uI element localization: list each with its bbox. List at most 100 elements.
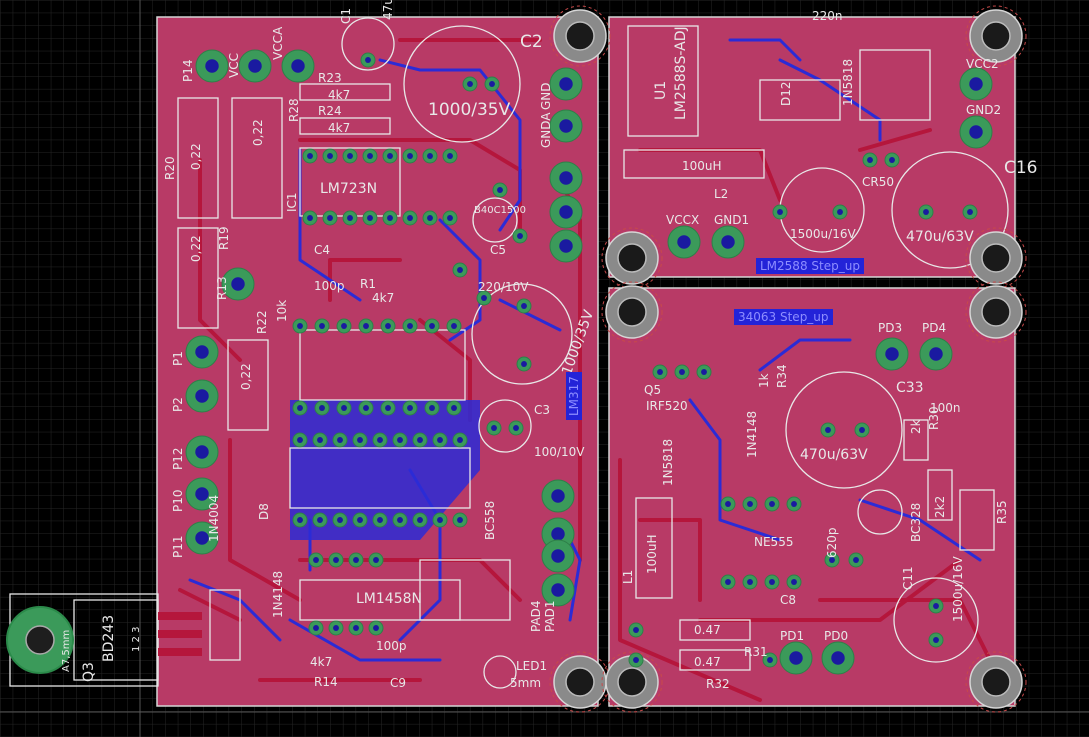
pad-drill[interactable]	[363, 323, 369, 329]
pad-drill[interactable]	[297, 517, 303, 523]
pad-drill[interactable]	[633, 657, 639, 663]
pad-drill[interactable]	[377, 437, 383, 443]
pad-drill[interactable]	[341, 323, 347, 329]
pad-drill[interactable]	[521, 303, 527, 309]
pad-drill[interactable]	[341, 405, 347, 411]
pad-drill[interactable]	[319, 405, 325, 411]
pad-drill[interactable]	[397, 517, 403, 523]
pad-drill[interactable]	[429, 323, 435, 329]
pad-drill[interactable]	[677, 235, 691, 249]
pad-drill[interactable]	[769, 501, 775, 507]
pad-drill[interactable]	[457, 437, 463, 443]
pad-drill[interactable]	[387, 153, 393, 159]
pad-drill[interactable]	[347, 153, 353, 159]
pad-drill[interactable]	[825, 427, 831, 433]
pad-drill[interactable]	[551, 549, 565, 563]
pad-drill[interactable]	[633, 627, 639, 633]
pad-drill[interactable]	[791, 579, 797, 585]
pad-drill[interactable]	[467, 81, 473, 87]
pad-drill[interactable]	[777, 209, 783, 215]
q3-transistor[interactable]	[6, 593, 202, 687]
pad-drill[interactable]	[373, 557, 379, 563]
pad-drill[interactable]	[551, 583, 565, 597]
pad-drill[interactable]	[867, 157, 873, 163]
pad-drill[interactable]	[725, 579, 731, 585]
pad-drill[interactable]	[791, 501, 797, 507]
pad-drill[interactable]	[451, 323, 457, 329]
pad-drill[interactable]	[769, 579, 775, 585]
pad-drill[interactable]	[767, 657, 773, 663]
pad-drill[interactable]	[451, 405, 457, 411]
pad-drill[interactable]	[513, 425, 519, 431]
pad-drill[interactable]	[353, 557, 359, 563]
pad-drill[interactable]	[489, 81, 495, 87]
pad-drill[interactable]	[397, 437, 403, 443]
pad-drill[interactable]	[333, 625, 339, 631]
pad-drill[interactable]	[559, 171, 573, 185]
pad-drill[interactable]	[969, 125, 983, 139]
pad-drill[interactable]	[437, 517, 443, 523]
pads[interactable]	[185, 49, 993, 675]
pad-drill[interactable]	[297, 405, 303, 411]
pad-drill[interactable]	[559, 205, 573, 219]
pad-drill[interactable]	[837, 209, 843, 215]
pad-drill[interactable]	[385, 323, 391, 329]
pad-drill[interactable]	[497, 187, 503, 193]
pad-drill[interactable]	[417, 437, 423, 443]
pad-drill[interactable]	[231, 277, 245, 291]
pad-drill[interactable]	[195, 445, 209, 459]
pad-drill[interactable]	[679, 369, 685, 375]
pad-drill[interactable]	[969, 77, 983, 91]
pad-drill[interactable]	[831, 651, 845, 665]
pad-drill[interactable]	[307, 215, 313, 221]
pad-drill[interactable]	[437, 437, 443, 443]
pad-drill[interactable]	[521, 361, 527, 367]
pad-drill[interactable]	[385, 405, 391, 411]
pad-drill[interactable]	[317, 437, 323, 443]
pad-drill[interactable]	[481, 295, 487, 301]
pad-drill[interactable]	[885, 347, 899, 361]
pad-drill[interactable]	[337, 437, 343, 443]
pad-drill[interactable]	[407, 405, 413, 411]
pad-drill[interactable]	[357, 517, 363, 523]
pad-drill[interactable]	[337, 517, 343, 523]
pad-drill[interactable]	[357, 437, 363, 443]
pad-drill[interactable]	[367, 153, 373, 159]
pad-drill[interactable]	[373, 625, 379, 631]
pad-drill[interactable]	[447, 153, 453, 159]
pad-drill[interactable]	[721, 235, 735, 249]
pad-drill[interactable]	[447, 215, 453, 221]
pad-drill[interactable]	[491, 425, 497, 431]
pad-drill[interactable]	[291, 59, 305, 73]
pad-drill[interactable]	[559, 119, 573, 133]
pad-drill[interactable]	[725, 501, 731, 507]
pad-drill[interactable]	[307, 153, 313, 159]
pad-drill[interactable]	[559, 239, 573, 253]
pad-drill[interactable]	[353, 625, 359, 631]
pad-drill[interactable]	[313, 625, 319, 631]
pad-drill[interactable]	[363, 405, 369, 411]
pad-drill[interactable]	[701, 369, 707, 375]
pad-drill[interactable]	[333, 557, 339, 563]
pad-drill[interactable]	[929, 347, 943, 361]
pad-drill[interactable]	[429, 405, 435, 411]
pad-drill[interactable]	[551, 527, 565, 541]
pad-drill[interactable]	[967, 209, 973, 215]
pad-drill[interactable]	[297, 437, 303, 443]
pad-drill[interactable]	[829, 557, 835, 563]
pad-drill[interactable]	[195, 531, 209, 545]
pad-drill[interactable]	[457, 267, 463, 273]
pad-drill[interactable]	[248, 59, 262, 73]
pad-drill[interactable]	[427, 215, 433, 221]
pad-drill[interactable]	[933, 637, 939, 643]
pad-drill[interactable]	[559, 77, 573, 91]
pad-drill[interactable]	[551, 489, 565, 503]
pad-drill[interactable]	[297, 323, 303, 329]
pad-drill[interactable]	[457, 517, 463, 523]
pad-drill[interactable]	[889, 157, 895, 163]
pad-drill[interactable]	[313, 557, 319, 563]
pad-drill[interactable]	[317, 517, 323, 523]
pad-drill[interactable]	[407, 323, 413, 329]
pad-drill[interactable]	[319, 323, 325, 329]
